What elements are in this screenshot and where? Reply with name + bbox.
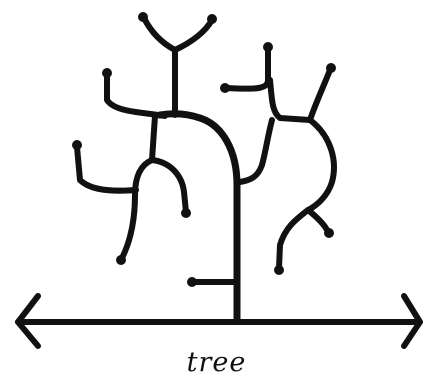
left-branch-stem xyxy=(152,116,155,160)
top-branch-right xyxy=(175,20,212,50)
right-outer-branch-curve xyxy=(308,120,334,210)
left-branch-right-dot xyxy=(181,208,191,218)
right-outer-branch-lower-dot xyxy=(274,265,284,275)
trunk-stub xyxy=(187,277,237,287)
right-inner-branch-line xyxy=(240,120,272,182)
right-outer-branch-upper-dot xyxy=(326,63,336,73)
left-branch-lower-arm xyxy=(122,160,152,258)
right-outer-branch xyxy=(270,63,336,275)
top-branch-left xyxy=(144,18,175,50)
top-branch-left-dot xyxy=(138,12,148,22)
trunk-stub-dot xyxy=(187,277,197,287)
diagram-caption: tree xyxy=(0,346,433,380)
upper-left-branch-dot xyxy=(102,68,112,78)
right-upper-branch-left-dot xyxy=(220,83,230,93)
right-upper-branch xyxy=(220,42,273,93)
upper-left-branch-line xyxy=(107,74,165,116)
far-left-branch-line xyxy=(77,147,136,191)
baseline-arrow xyxy=(18,296,420,346)
trunk xyxy=(160,114,237,320)
right-inner-branch xyxy=(240,120,272,182)
top-branch-right-dot xyxy=(207,14,217,24)
right-upper-branch-line xyxy=(226,48,268,89)
left-branch-lower-dot xyxy=(116,255,126,265)
right-outer-branch-tip xyxy=(308,210,328,232)
right-outer-branch-lower xyxy=(279,210,308,268)
right-outer-branch-tip-dot xyxy=(324,228,334,238)
right-outer-branch-joint xyxy=(270,80,310,120)
far-left-branch xyxy=(72,140,136,191)
left-branch-right-arm xyxy=(152,160,186,212)
far-left-branch-dot xyxy=(72,140,82,150)
right-upper-branch-top-dot xyxy=(263,42,273,52)
right-outer-branch-upper xyxy=(310,70,330,120)
top-branch xyxy=(138,12,217,115)
upper-left-branch xyxy=(102,68,165,116)
